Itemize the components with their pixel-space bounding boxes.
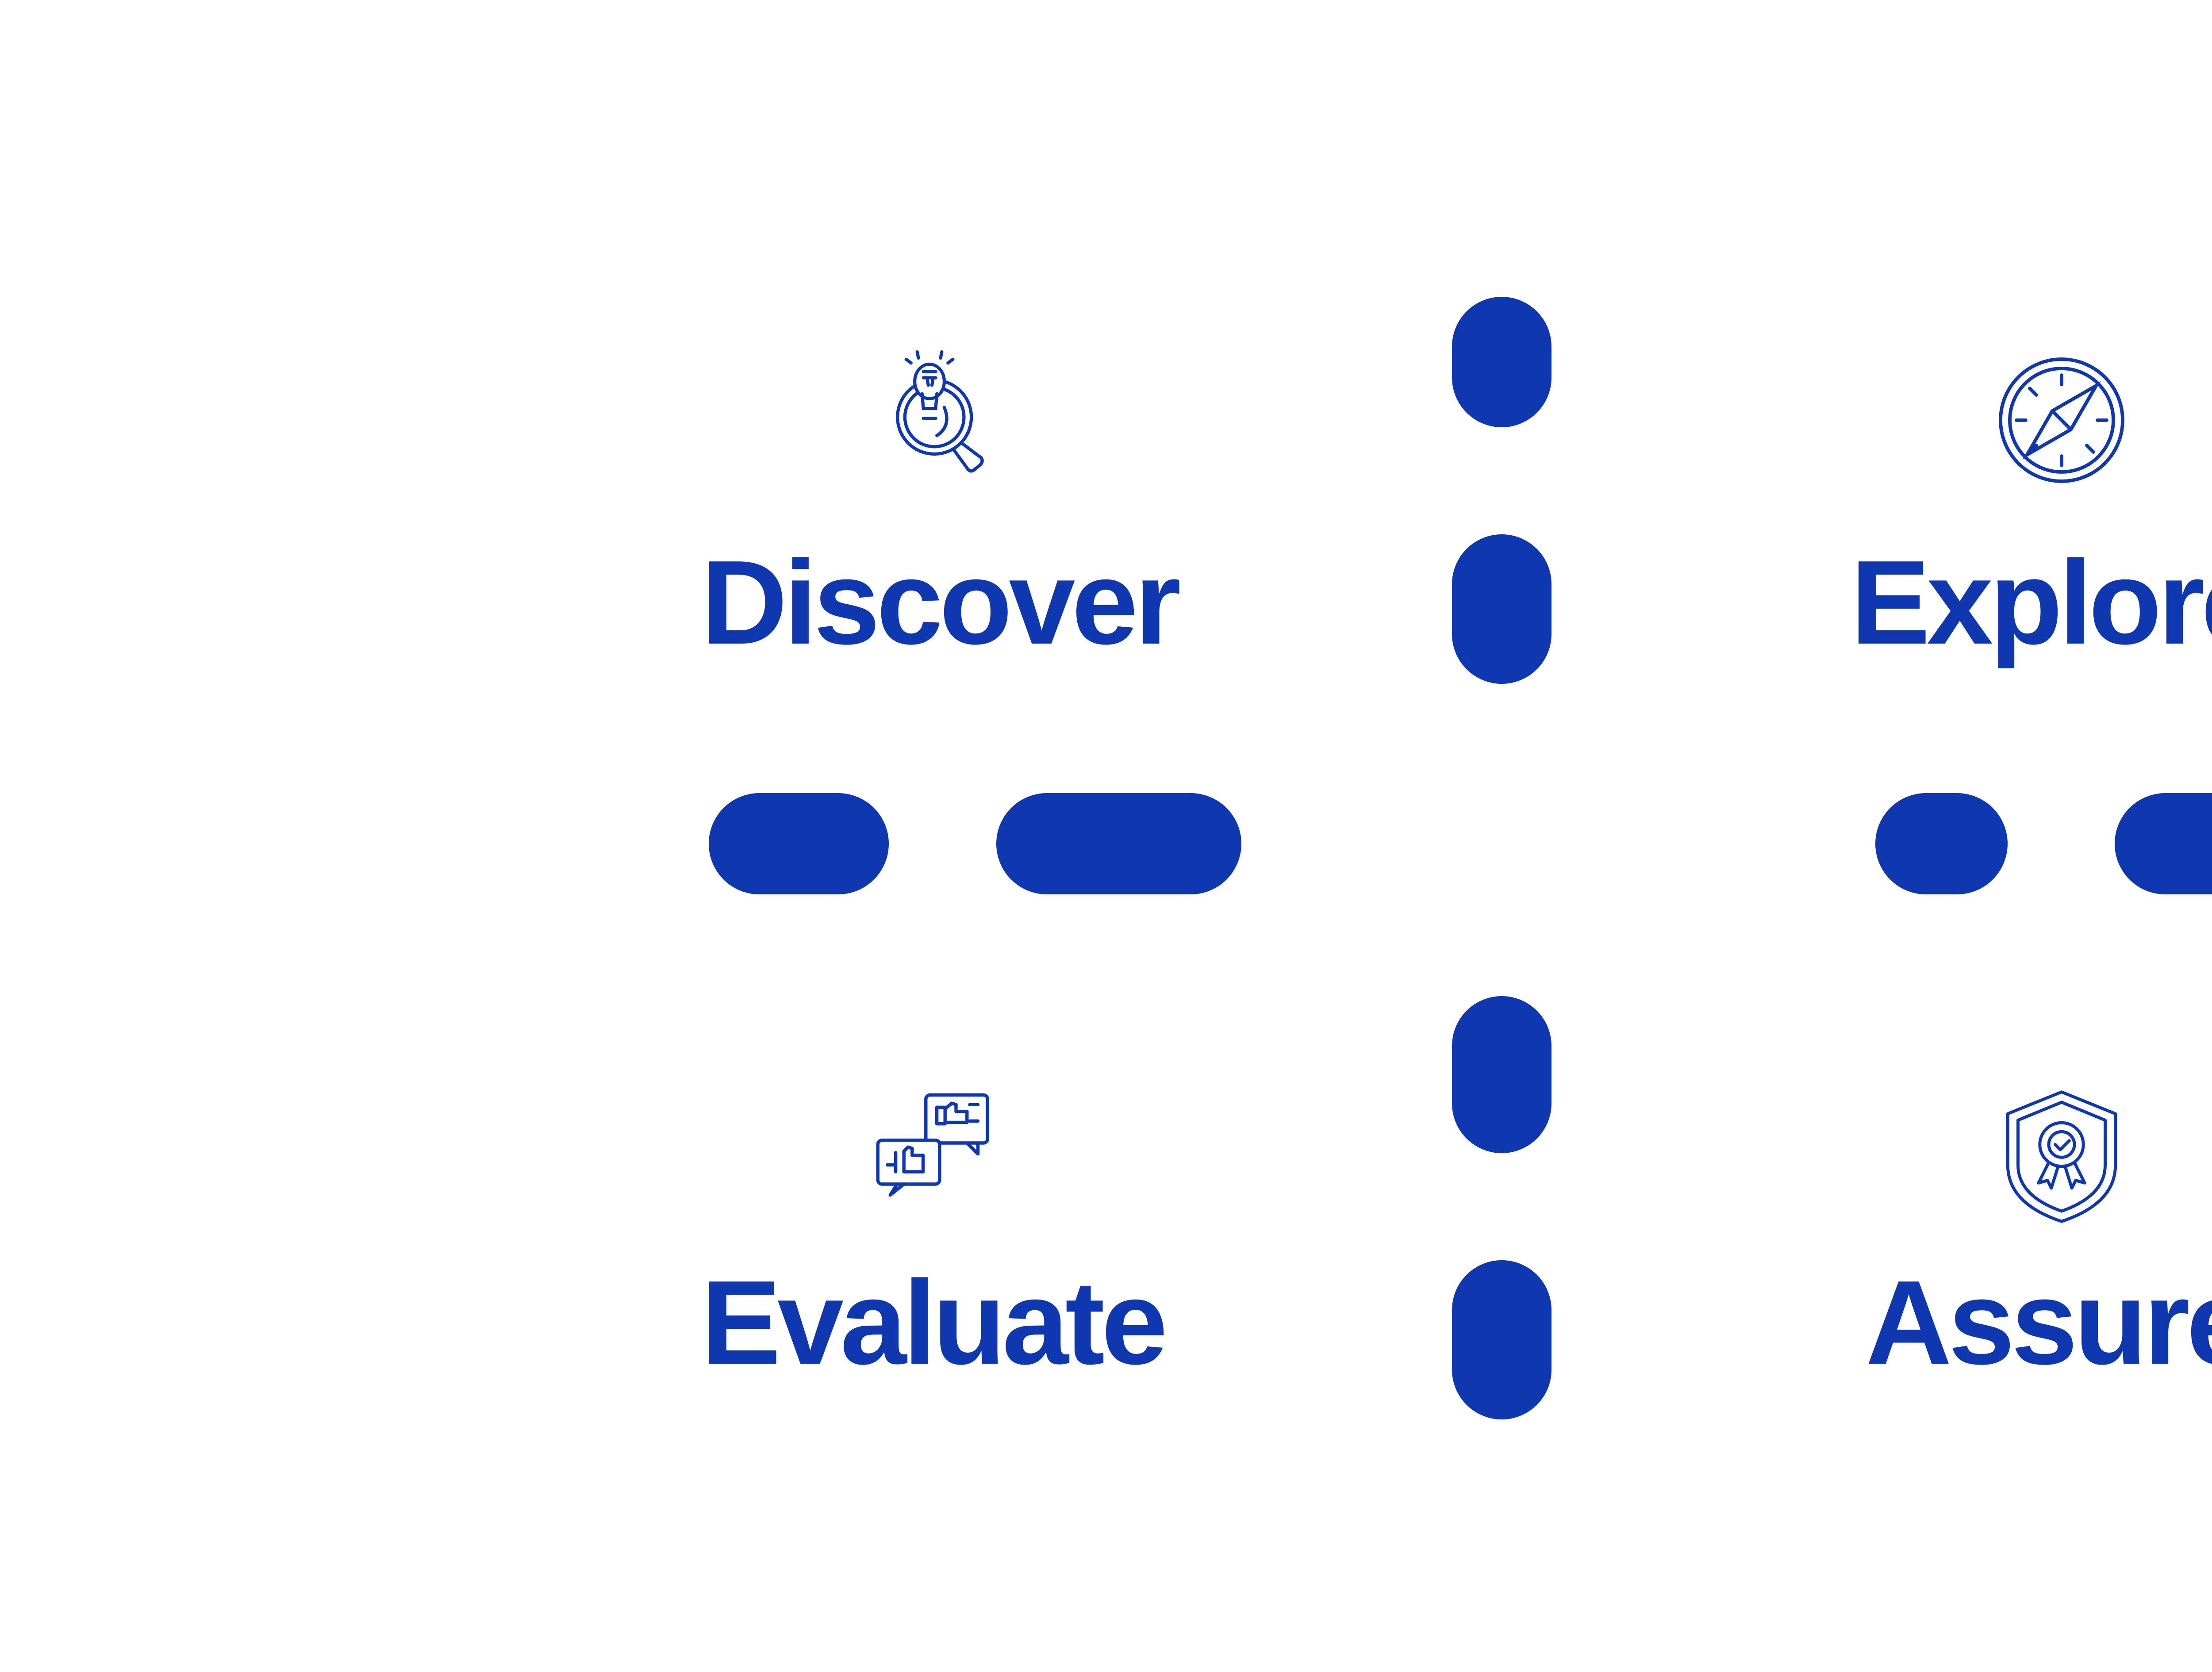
compass-icon: [1995, 354, 2128, 487]
divider-vertical-2: [1452, 534, 1551, 684]
divider-vertical-3: [1452, 996, 1551, 1153]
divider-vertical-4: [1452, 1260, 1551, 1419]
divider-horizontal-1: [709, 793, 889, 894]
quadrant-label-explore: Explore: [1851, 536, 2212, 669]
quadrant-label-evaluate: Evaluate: [701, 1256, 1168, 1389]
divider-vertical-1: [1452, 297, 1551, 427]
divider-horizontal-4: [2115, 793, 2212, 894]
quadrant-label-discover: Discover: [701, 536, 1181, 669]
lightbulb-magnifier-icon: [885, 349, 1009, 491]
quadrant-label-assure: Assure: [1866, 1256, 2212, 1389]
divider-horizontal-3: [1875, 793, 2008, 894]
thumbs-up-chat-icon: [874, 1088, 1011, 1225]
shield-badge-icon: [1997, 1088, 2126, 1225]
divider-horizontal-2: [996, 793, 1241, 894]
